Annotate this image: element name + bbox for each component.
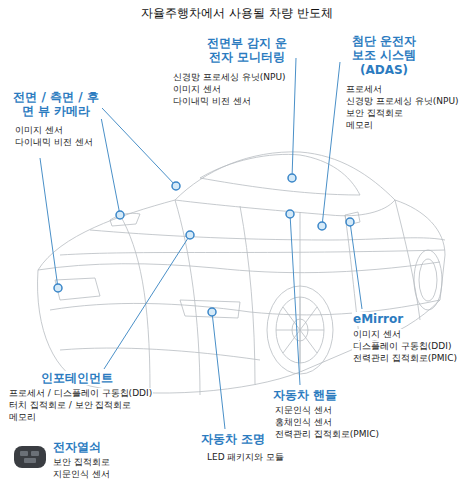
callout-item: 보안 집적회로 [52,457,111,468]
callout-item: 홍채인식 센서 [274,417,333,428]
sensor-dots [54,174,354,316]
callout-heading: 인포테인먼트 [40,371,114,385]
callout-item: 디스플레이 구동칩(DDI) [352,341,452,352]
callout-heading: 자동차 핸들 [272,388,338,402]
callout-item: 이미지 센서 [352,329,402,340]
callout-item: 다이내믹 비전 센서 [14,137,94,148]
callout-item: 신경망 프로세싱 유닛(NPU) [345,96,460,107]
callout-item: 전력관리 집적회로(PMIC) [274,429,380,440]
callout-item: 메모리 [345,120,374,131]
callout-item: 터치 집적회로 / 보안 집적회로 [8,400,132,411]
callout-item: 전력관리 집적회로(PMIC) [352,353,458,364]
callout-item: 프로세서 / 디스플레이 구동칩(DDI) [8,388,153,399]
callout-item: 이미지 센서 [14,125,64,136]
callout-item: 프로세서 [345,84,383,95]
callout-item: 이미지 센서 [172,84,222,95]
callout-item: 보안 집적회로 [345,108,404,119]
callout-heading: 전면부 감지 운전자 모니터링 [200,36,294,65]
callout-heading: 전면 / 측면 / 후면 뷰 카메라 [10,90,102,119]
callout-item: LED 패키지와 모듈 [206,452,285,463]
callout-heading: 자동차 조명 [200,432,266,446]
callout-item: 신경망 프로세싱 유닛(NPU) [172,72,287,83]
diagram-title: 자율주행차에서 사용될 차량 반도체 [0,6,472,20]
callout-item: 지문인식 센서 [52,469,111,480]
callout-item: 다이내믹 비전 센서 [172,96,252,107]
callout-item: 메모리 [8,412,37,423]
key-fob [14,446,46,468]
callout-heading: 전자열쇠 [52,440,102,454]
callout-heading: 첨단 운전자 보조 시스템 (ADAS) [345,34,423,77]
callout-item: 지문인식 센서 [274,405,333,416]
callout-heading: eMirror [352,312,404,326]
